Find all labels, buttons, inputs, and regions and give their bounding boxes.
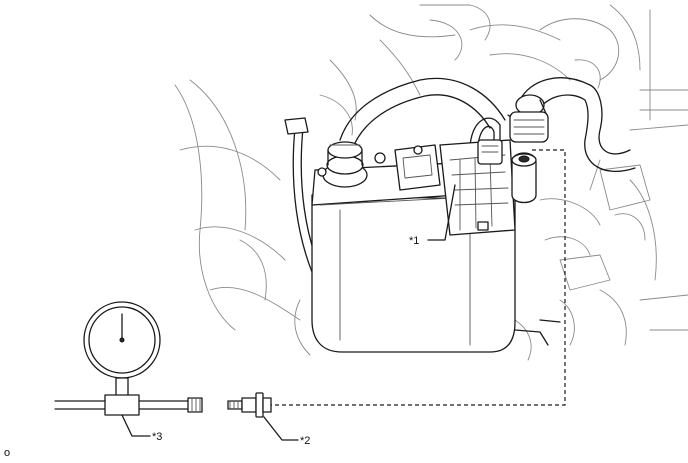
connection-dashed-line [270,149,566,406]
test-plug [227,392,272,418]
callout-leaders [121,184,456,441]
pressure-gauge [54,301,203,416]
charcoal-canister [311,139,561,353]
callout-test-plug-label: *2 [300,435,310,447]
callout-canister-label: *1 [409,235,419,247]
vehicle-body-background [174,4,688,361]
corner-mark: o [4,447,10,459]
hoses [284,77,636,316]
callout-pressure-gauge-label: *3 [152,431,162,443]
